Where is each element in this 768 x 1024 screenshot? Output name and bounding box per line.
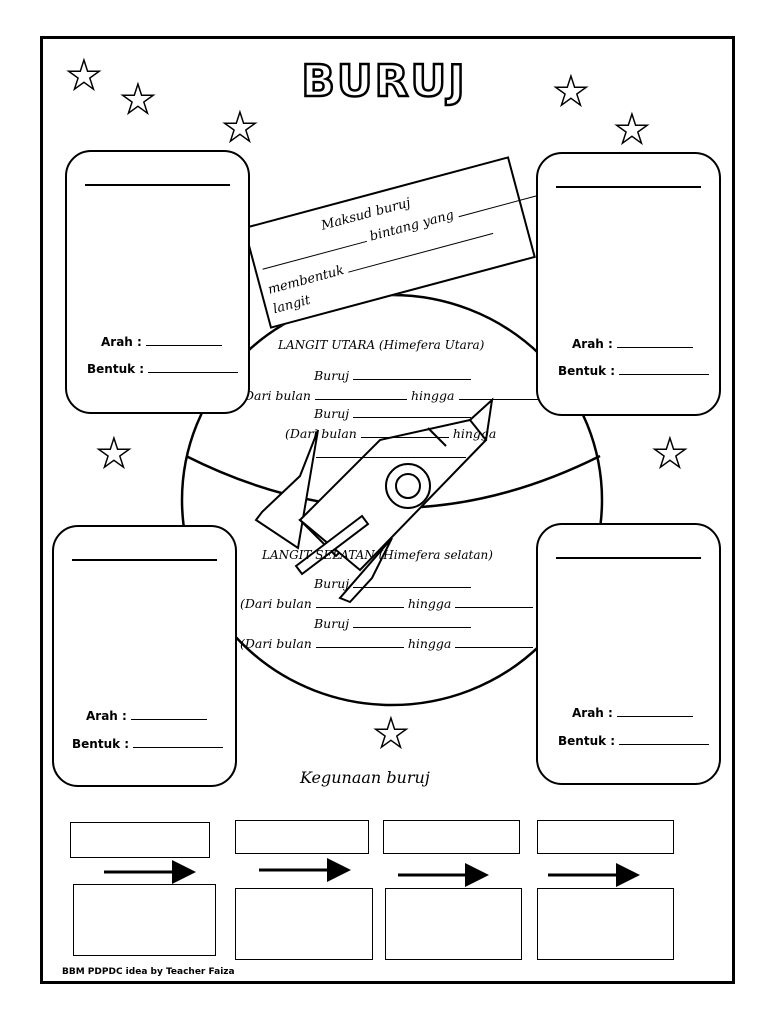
- kegunaan-title-box-3[interactable]: [383, 820, 520, 854]
- kegunaan-title-box-1[interactable]: [70, 822, 210, 858]
- fill-line[interactable]: [353, 416, 472, 418]
- fill-line[interactable]: [315, 646, 404, 648]
- star-icon: ★: [65, 53, 102, 99]
- south-bulan-2: (Dari bulan hingga: [240, 636, 534, 651]
- star-icon: ★: [613, 107, 650, 153]
- name-line[interactable]: [85, 184, 230, 186]
- fill-line[interactable]: [316, 456, 466, 458]
- footer-credit: BBM PDPDC idea by Teacher Faiza: [62, 967, 235, 977]
- constellation-box-top-left: Arah : Bentuk :: [65, 150, 250, 414]
- bentuk-field: Bentuk :: [87, 362, 239, 376]
- fill-line[interactable]: [353, 586, 472, 588]
- north-bulan-2-continued: [316, 446, 466, 461]
- fill-line[interactable]: [314, 398, 407, 400]
- fill-line[interactable]: [353, 378, 472, 380]
- name-line[interactable]: [556, 186, 701, 188]
- south-heading: LANGIT SELATAN (Himefera selatan): [262, 548, 493, 562]
- page-title: BURUJ: [300, 55, 467, 109]
- fill-line[interactable]: [455, 646, 534, 648]
- bentuk-field: Bentuk :: [558, 734, 710, 748]
- name-line[interactable]: [72, 559, 217, 561]
- north-bulan-2: (Dari bulan hingga: [285, 426, 497, 441]
- arah-field: Arah :: [101, 335, 223, 349]
- arah-field: Arah :: [572, 337, 694, 351]
- fill-line[interactable]: [315, 606, 404, 608]
- kegunaan-answer-box-2[interactable]: [235, 888, 373, 960]
- constellation-box-bottom-left: Arah : Bentuk :: [52, 525, 237, 787]
- arah-field: Arah :: [572, 706, 694, 720]
- kegunaan-title-box-4[interactable]: [537, 820, 674, 854]
- kegunaan-answer-box-4[interactable]: [537, 888, 674, 960]
- bentuk-field: Bentuk :: [72, 737, 224, 751]
- south-bulan-1: (Dari bulan hingga: [240, 596, 534, 611]
- north-heading: LANGIT UTARA (Himefera Utara): [278, 338, 485, 352]
- north-buruj-1: Buruj: [314, 368, 472, 383]
- fill-line[interactable]: [360, 436, 449, 438]
- south-buruj-1: Buruj: [314, 576, 472, 591]
- arah-field: Arah :: [86, 709, 208, 723]
- constellation-box-bottom-right: Arah : Bentuk :: [536, 523, 721, 785]
- kegunaan-answer-box-1[interactable]: [73, 884, 216, 956]
- north-bulan-1: Dari bulan hingga: [244, 388, 543, 403]
- bentuk-field: Bentuk :: [558, 364, 710, 378]
- name-line[interactable]: [556, 557, 701, 559]
- constellation-box-top-right: Arah : Bentuk :: [536, 152, 721, 416]
- fill-line[interactable]: [353, 626, 472, 628]
- star-icon: ★: [552, 69, 589, 115]
- fill-line[interactable]: [455, 606, 534, 608]
- north-buruj-2: Buruj: [314, 406, 472, 421]
- kegunaan-title-box-2[interactable]: [235, 820, 369, 854]
- fill-line[interactable]: [458, 398, 543, 400]
- kegunaan-answer-box-3[interactable]: [385, 888, 522, 960]
- kegunaan-heading: Kegunaan buruj: [300, 768, 430, 787]
- star-icon: ★: [651, 431, 688, 477]
- south-buruj-2: Buruj: [314, 616, 472, 631]
- star-icon: ★: [372, 711, 409, 757]
- star-icon: ★: [95, 431, 132, 477]
- worksheet-frame: [40, 36, 735, 984]
- star-icon: ★: [119, 77, 156, 123]
- star-icon: ★: [221, 105, 258, 151]
